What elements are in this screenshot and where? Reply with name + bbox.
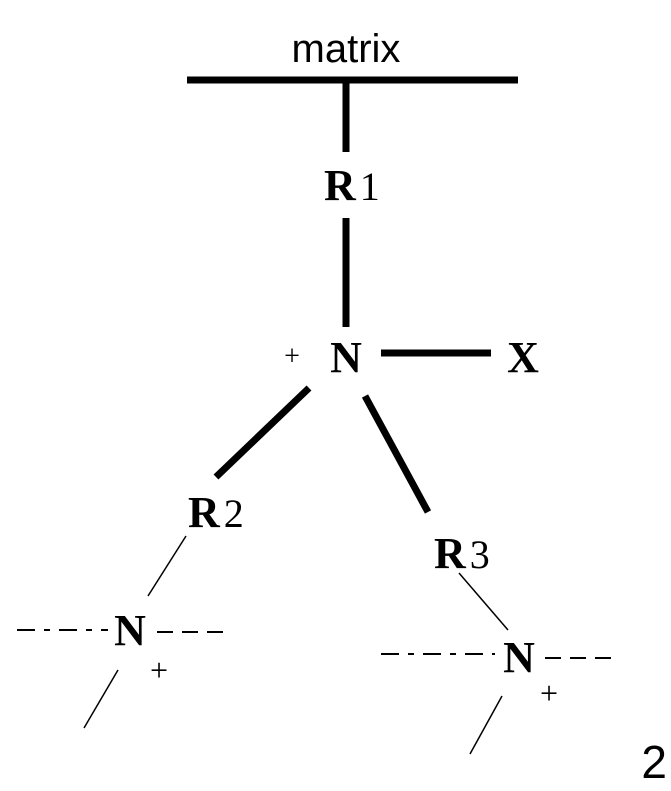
r2-label: R2 <box>188 488 244 537</box>
center-n-atom: N <box>330 333 362 382</box>
r3-subscript: 3 <box>470 532 490 577</box>
n-right-atom: N <box>503 633 535 682</box>
center-charge: + <box>284 341 300 372</box>
r1-base: R <box>324 161 357 210</box>
r2-base: R <box>188 488 221 537</box>
r3-base: R <box>434 529 467 578</box>
x-label: X <box>507 333 539 382</box>
n-left-bond-down <box>84 670 118 728</box>
matrix-label: matrix <box>292 27 401 71</box>
n-right-charge: + <box>540 675 558 711</box>
n-left-atom: N <box>114 606 146 655</box>
r1-label: R1 <box>324 161 380 210</box>
bond-n-r3 <box>365 396 428 512</box>
bond-n-r2 <box>216 388 309 477</box>
bond-r2-n-left <box>148 536 186 596</box>
r2-subscript: 2 <box>224 491 244 536</box>
r3-label: R3 <box>434 529 490 578</box>
figure-number: 2 <box>641 736 667 788</box>
r1-subscript: 1 <box>360 164 380 209</box>
n-left-charge: + <box>150 652 168 688</box>
n-right-bond-down <box>470 696 502 754</box>
bond-r3-n-right <box>459 573 508 630</box>
